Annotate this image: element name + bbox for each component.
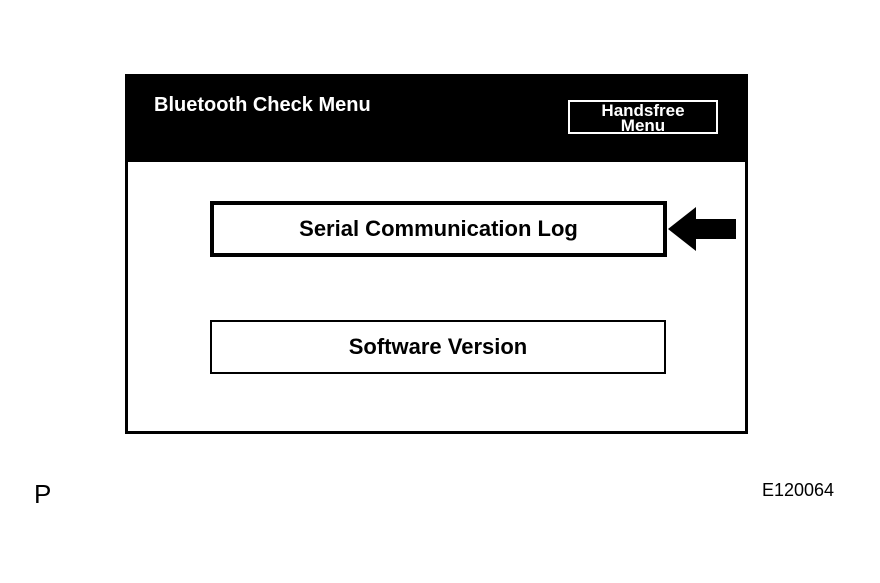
figure-corner-letter: P: [34, 479, 52, 509]
screen-title: Bluetooth Check Menu: [154, 94, 371, 116]
arrow-left-icon: [668, 207, 736, 251]
bluetooth-check-screen: Bluetooth Check Menu Handsfree Menu Seri…: [125, 74, 748, 434]
serial-communication-log-button[interactable]: Serial Communication Log: [210, 201, 667, 257]
handsfree-menu-label-line2: Menu: [620, 116, 666, 135]
screen-header: Bluetooth Check Menu Handsfree Menu: [128, 77, 745, 162]
figure-code: E120064: [762, 480, 835, 500]
handsfree-menu-button[interactable]: Handsfree Menu: [568, 100, 718, 134]
handsfree-menu-label-line1: Handsfree: [601, 101, 685, 120]
software-version-button[interactable]: Software Version: [210, 320, 666, 374]
